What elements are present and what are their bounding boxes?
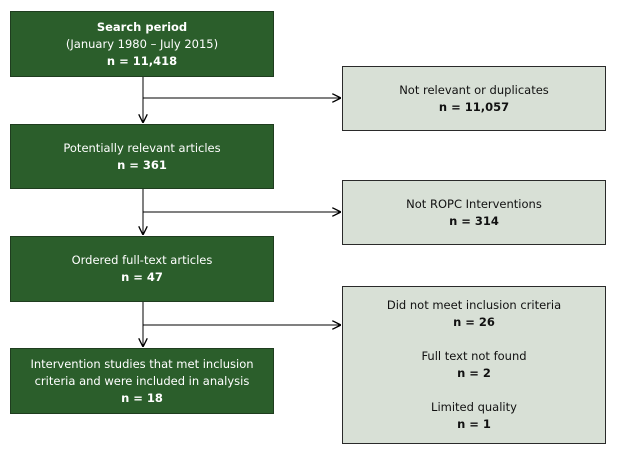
search-period-count: n = 11,418 [106, 53, 178, 68]
ordered-articles-title: Ordered full-text articles [71, 253, 213, 267]
final-exclusions-box: Did not meet inclusion criteria n = 26 F… [342, 286, 606, 444]
relevant-articles-title: Potentially relevant articles [63, 140, 221, 155]
exclusion-no-text-label: Full text not found [421, 349, 527, 363]
not-ropc-count: n = 314 [449, 213, 499, 228]
included-studies-count: n = 18 [121, 390, 163, 405]
relevant-articles-count: n = 361 [117, 157, 167, 172]
exclusion-quality-count: n = 1 [457, 417, 491, 431]
exclusion-quality-group: Limited quality n = 1 [431, 399, 517, 433]
exclusion-quality-label: Limited quality [431, 400, 517, 414]
relevant-articles-box: Potentially relevant articles n = 361 [10, 124, 274, 189]
search-period-dates: (January 1980 – July 2015) [65, 36, 219, 51]
not-relevant-count: n = 11,057 [438, 99, 510, 114]
not-relevant-box: Not relevant or duplicates n = 11,057 [342, 66, 606, 131]
search-period-box: Search period (January 1980 – July 2015)… [10, 11, 274, 77]
not-ropc-box: Not ROPC Interventions n = 314 [342, 180, 606, 245]
exclusion-criteria-count: n = 26 [453, 315, 495, 329]
included-studies-line1: Intervention studies that met inclusion [30, 356, 254, 371]
ordered-articles-box: Ordered full-text articles n = 47 [10, 236, 274, 302]
included-studies-box: Intervention studies that met inclusion … [10, 348, 274, 414]
exclusion-no-text-count: n = 2 [457, 366, 491, 380]
search-period-title: Search period [96, 19, 188, 34]
not-ropc-label: Not ROPC Interventions [406, 196, 542, 211]
exclusion-no-text-group: Full text not found n = 2 [421, 348, 526, 382]
included-studies-line2: criteria and were included in analysis [34, 373, 250, 388]
ordered-articles-count: n = 47 [121, 270, 163, 284]
exclusion-criteria-label: Did not meet inclusion criteria [386, 298, 562, 312]
not-relevant-label: Not relevant or duplicates [399, 82, 549, 97]
exclusion-criteria-group: Did not meet inclusion criteria n = 26 [387, 297, 561, 331]
